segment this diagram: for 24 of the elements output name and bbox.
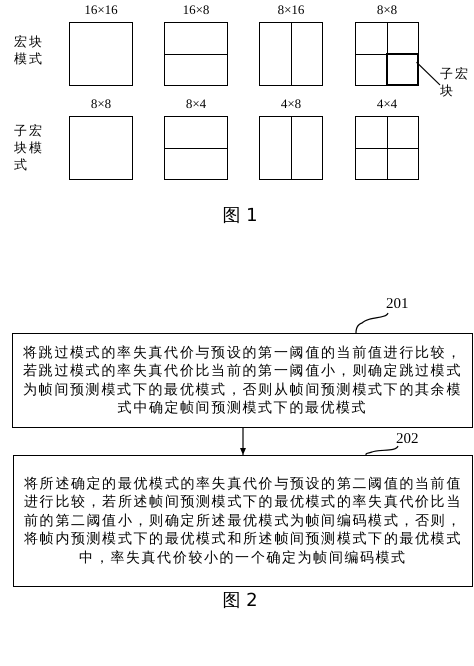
leader-line [416,62,440,86]
block-size-label: 16×8 [182,3,210,16]
block-size-label: 8×8 [376,3,398,16]
leader-line [365,446,399,456]
arrow [240,428,246,455]
block-size-label: 4×8 [280,97,302,110]
block-size-label: 4×4 [376,97,398,110]
process-box [13,455,473,587]
block-size-label: 8×8 [90,97,112,110]
step-text: 将跳过模式的率失真代价与预设的第一阈值的当前值进行比较，若跳过模式的率失真代价比当前的第一阈值小，则确定跳过模式为帧间预测模式下的最优模式，否则从帧间预测模式下的其余模式中确定帧间预测模式下的最优模式 [23,344,462,418]
row-label: 宏块模式 [14,34,45,68]
figure-caption: 图 2 [221,592,259,610]
step-number: 202 [396,432,420,447]
block-size-label: 8×4 [186,97,206,110]
figure-caption: 图 1 [221,207,259,225]
block-size-label: 8×16 [278,3,304,16]
step-text: 将所述确定的最优模式的率失真代价与预设的第二阈值的当前值进行比较，若所述帧间预测模式下的最优模式的率失真代价比当前的第二阈值小，则确定所述最优模式为帧间编码模式，否则，将帧内预测模式下的最优模式和所述帧间预测模式下的最优模式中，率失真代价较小的一个确定为帧间编码模式 [24,474,462,568]
step-number: 201 [386,297,410,312]
sub-block [386,52,418,84]
row-label: 子宏块模式 [14,123,45,174]
part-label: 子宏块 [440,66,471,100]
block-size-label: 16×16 [84,3,118,16]
process-box [12,333,473,428]
leader-line [355,312,389,334]
